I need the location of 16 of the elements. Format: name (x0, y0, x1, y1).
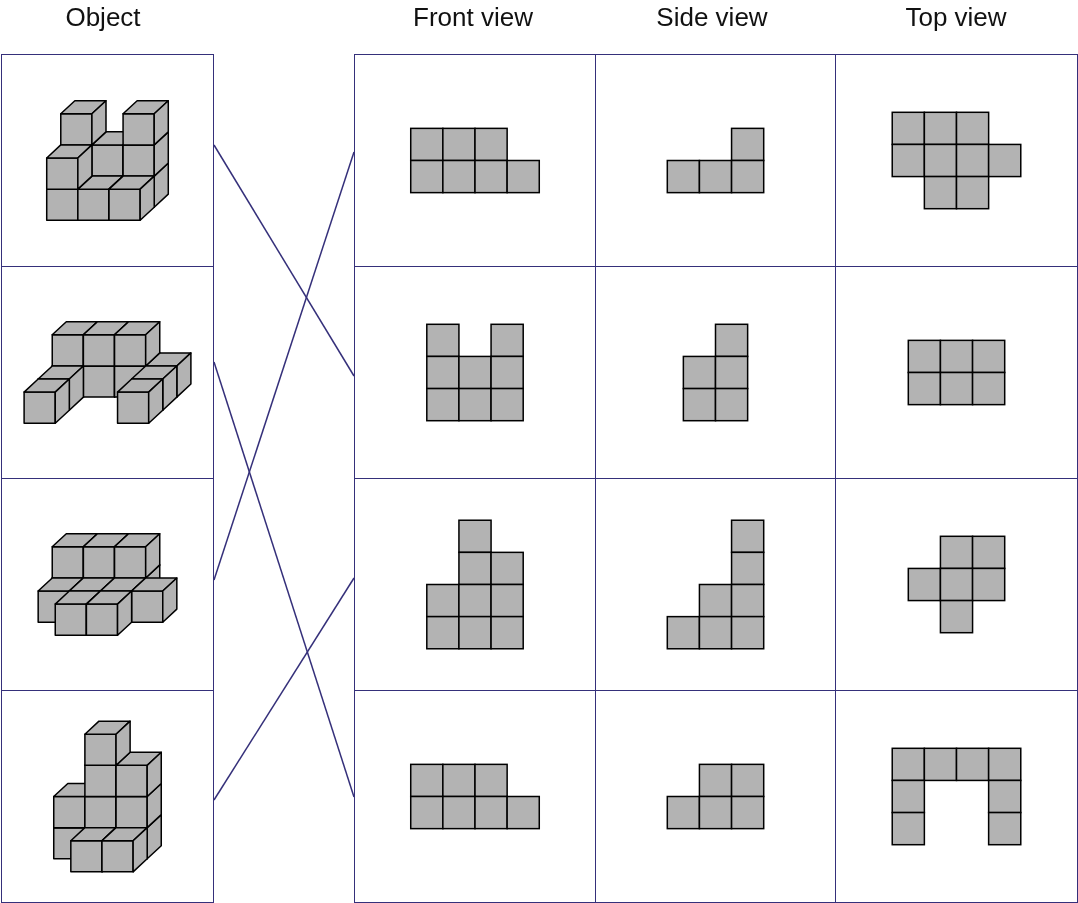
column-header: Top view (905, 2, 1007, 33)
table-cell (354, 690, 596, 903)
matching-line (213, 361, 355, 798)
table-cell (1, 266, 214, 479)
table-cell (835, 690, 1078, 903)
column-header: Front view (413, 2, 533, 33)
matching-line (213, 151, 355, 581)
matching-line (213, 144, 355, 377)
table-cell (835, 54, 1078, 267)
table-cell (1, 690, 214, 903)
table-cell (1, 54, 214, 267)
column-header: Side view (656, 2, 768, 33)
column-header: Object (65, 2, 141, 33)
table-cell (354, 54, 596, 267)
table-cell (1, 478, 214, 691)
matching-line (213, 577, 355, 801)
